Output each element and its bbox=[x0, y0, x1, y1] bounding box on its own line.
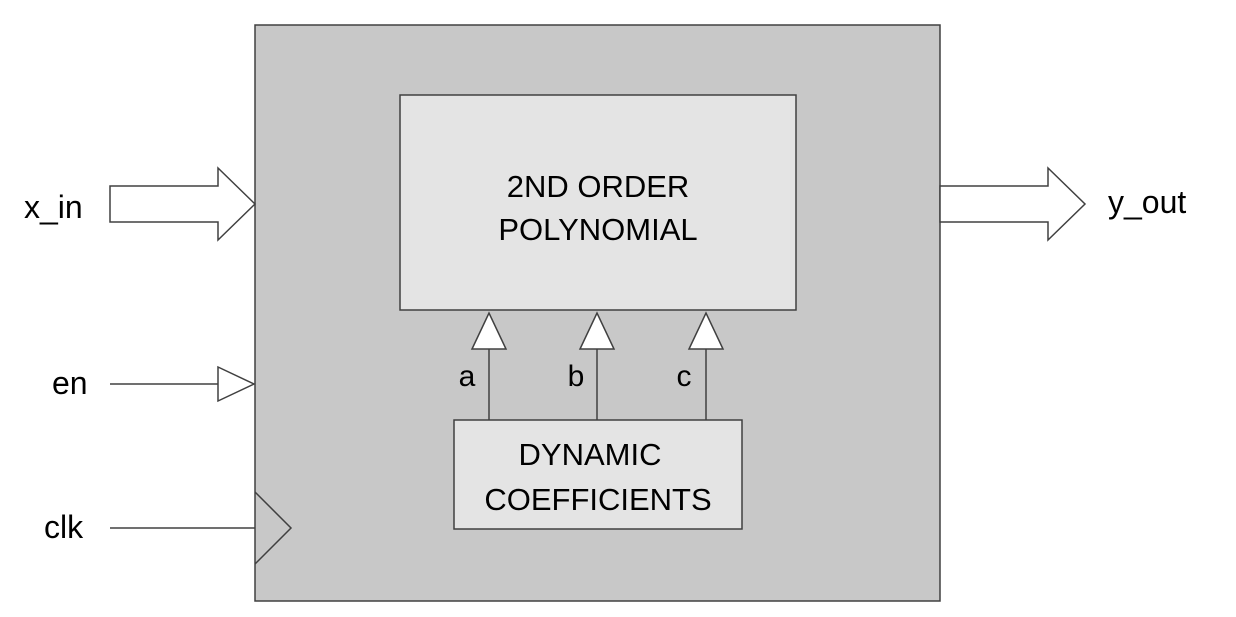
polynomial-block bbox=[399, 94, 797, 311]
coefficient-label-b: b bbox=[568, 360, 585, 393]
coefficient-arrow-a bbox=[470, 311, 508, 420]
coefficients-label-line2: COEFFICIENTS bbox=[484, 482, 711, 517]
coefficient-arrow-b bbox=[578, 311, 616, 420]
polynomial-label-line2: POLYNOMIAL bbox=[498, 212, 697, 247]
coefficients-block bbox=[453, 419, 743, 530]
en-label: en bbox=[52, 365, 88, 401]
x-in-label: x_in bbox=[24, 189, 83, 225]
coefficient-arrow-c bbox=[687, 311, 725, 420]
en-signal-arrow bbox=[110, 365, 256, 403]
coefficient-label-a: a bbox=[459, 360, 476, 393]
x-in-bus-arrow bbox=[109, 166, 257, 242]
coefficient-label-c: c bbox=[677, 360, 692, 393]
y-out-label: y_out bbox=[1108, 184, 1186, 220]
y-out-bus-arrow bbox=[939, 166, 1087, 242]
coefficients-label-line1: DYNAMIC bbox=[519, 437, 662, 472]
clock-triangle-icon bbox=[254, 491, 293, 565]
polynomial-label-line1: 2ND ORDER bbox=[507, 169, 690, 204]
clk-label: clk bbox=[44, 509, 84, 545]
